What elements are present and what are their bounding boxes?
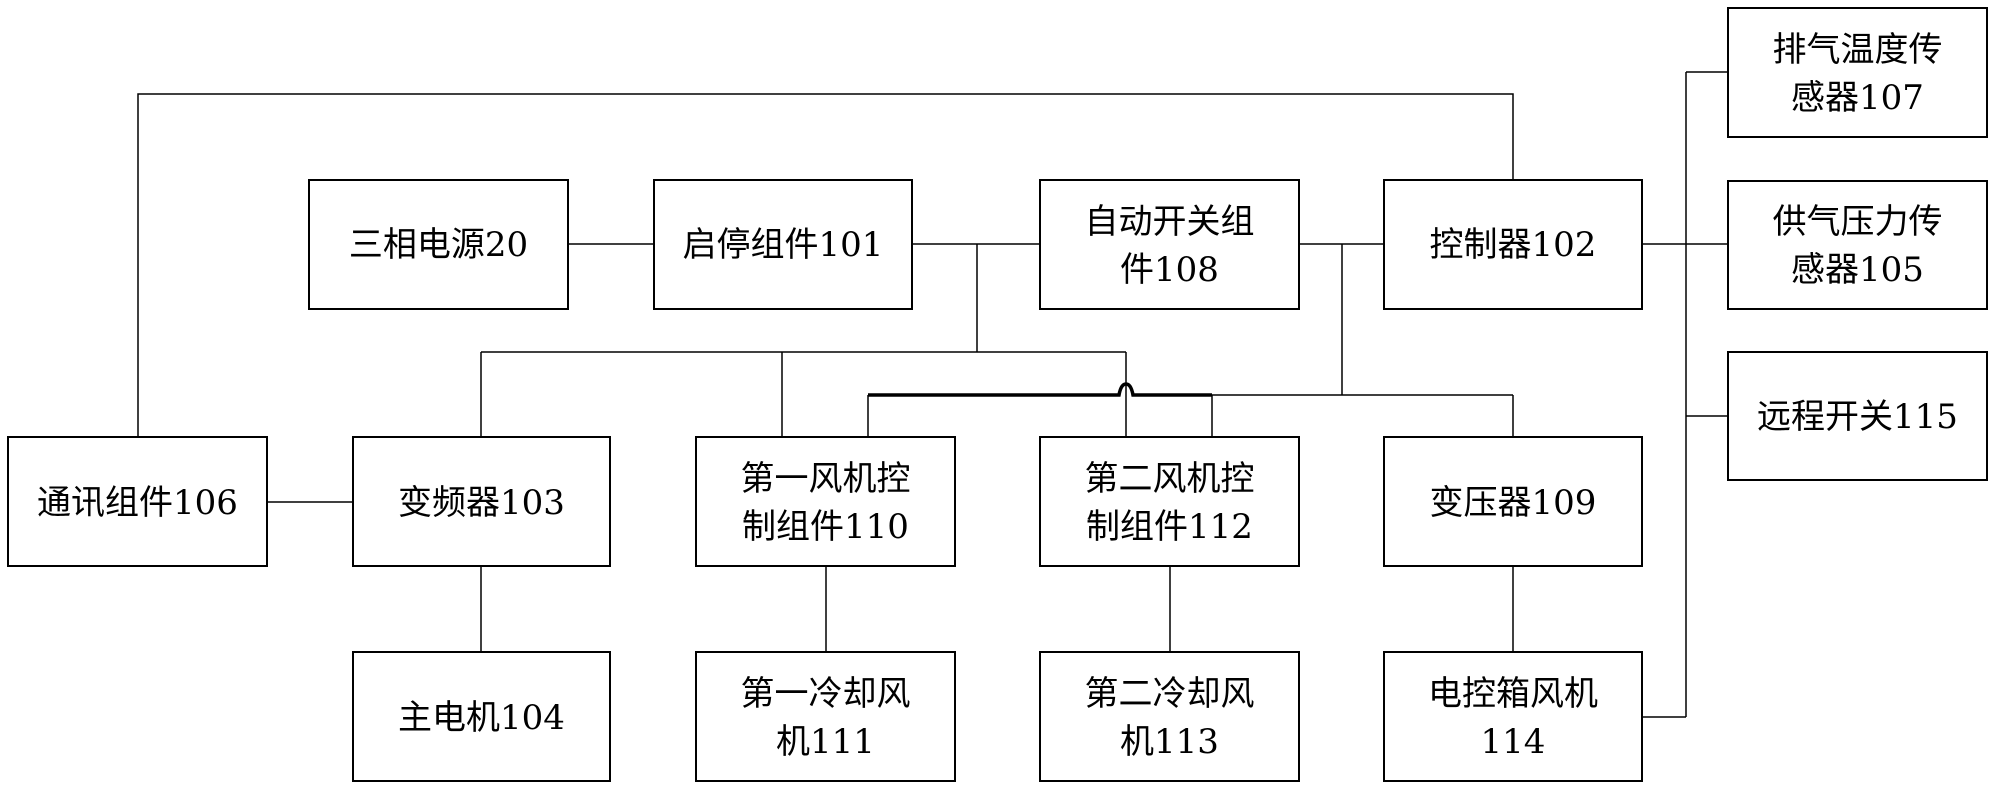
block-label: 控制器102 <box>1430 225 1597 265</box>
block-label-line1: 自动开关组 <box>1085 202 1255 242</box>
block-inverter: 变频器103 <box>352 436 611 567</box>
block-label-line2: 机111 <box>776 722 875 762</box>
block-exhaust-temp-sensor: 排气温度传 感器107 <box>1727 7 1988 138</box>
block-label-line2: 感器105 <box>1791 250 1924 290</box>
block-fan2-ctrl: 第二风机控 制组件112 <box>1039 436 1300 567</box>
block-comm: 通讯组件106 <box>7 436 268 567</box>
block-label-line2: 114 <box>1481 722 1546 762</box>
block-transformer: 变压器109 <box>1383 436 1643 567</box>
block-cooling-fan2: 第二冷却风 机113 <box>1039 651 1300 782</box>
block-cabinet-fan: 电控箱风机 114 <box>1383 651 1643 782</box>
block-label: 远程开关115 <box>1757 397 1958 437</box>
block-auto-switch: 自动开关组 件108 <box>1039 179 1300 310</box>
wire-comm-controller <box>137 93 1514 437</box>
block-label-line2: 机113 <box>1120 722 1219 762</box>
block-label-line2: 件108 <box>1120 250 1219 290</box>
block-label: 变压器109 <box>1430 483 1597 523</box>
block-label-line1: 第二冷却风 <box>1085 674 1255 714</box>
block-label-line1: 第二风机控 <box>1085 459 1255 499</box>
wires <box>137 71 1728 718</box>
block-label: 变频器103 <box>398 483 565 523</box>
block-cooling-fan1: 第一冷却风 机111 <box>695 651 956 782</box>
block-label-line2: 制组件110 <box>742 507 909 547</box>
block-label-line1: 供气压力传 <box>1773 202 1943 242</box>
block-remote-switch: 远程开关115 <box>1727 351 1988 481</box>
lower-bus-thick <box>868 382 1212 397</box>
block-main-motor: 主电机104 <box>352 651 611 782</box>
block-label-line1: 第一冷却风 <box>741 674 911 714</box>
block-label-line1: 电控箱风机 <box>1428 674 1598 714</box>
block-label: 通讯组件106 <box>37 483 238 523</box>
block-label: 三相电源20 <box>349 225 528 265</box>
block-label-line1: 排气温度传 <box>1773 30 1943 70</box>
blocks: 三相电源20 启停组件101 自动开关组 件108 控制器102 排气温度传 感… <box>7 7 1988 782</box>
block-fan1-ctrl: 第一风机控 制组件110 <box>695 436 956 567</box>
block-label: 主电机104 <box>398 698 565 738</box>
block-label-line2: 制组件112 <box>1086 507 1253 547</box>
block-controller: 控制器102 <box>1383 179 1643 310</box>
block-label: 启停组件101 <box>683 225 884 265</box>
block-label-line2: 感器107 <box>1791 78 1924 118</box>
block-start-stop: 启停组件101 <box>653 179 913 310</box>
block-power-source: 三相电源20 <box>308 179 569 310</box>
block-label-line1: 第一风机控 <box>741 459 911 499</box>
block-supply-pressure-sensor: 供气压力传 感器105 <box>1727 180 1988 310</box>
